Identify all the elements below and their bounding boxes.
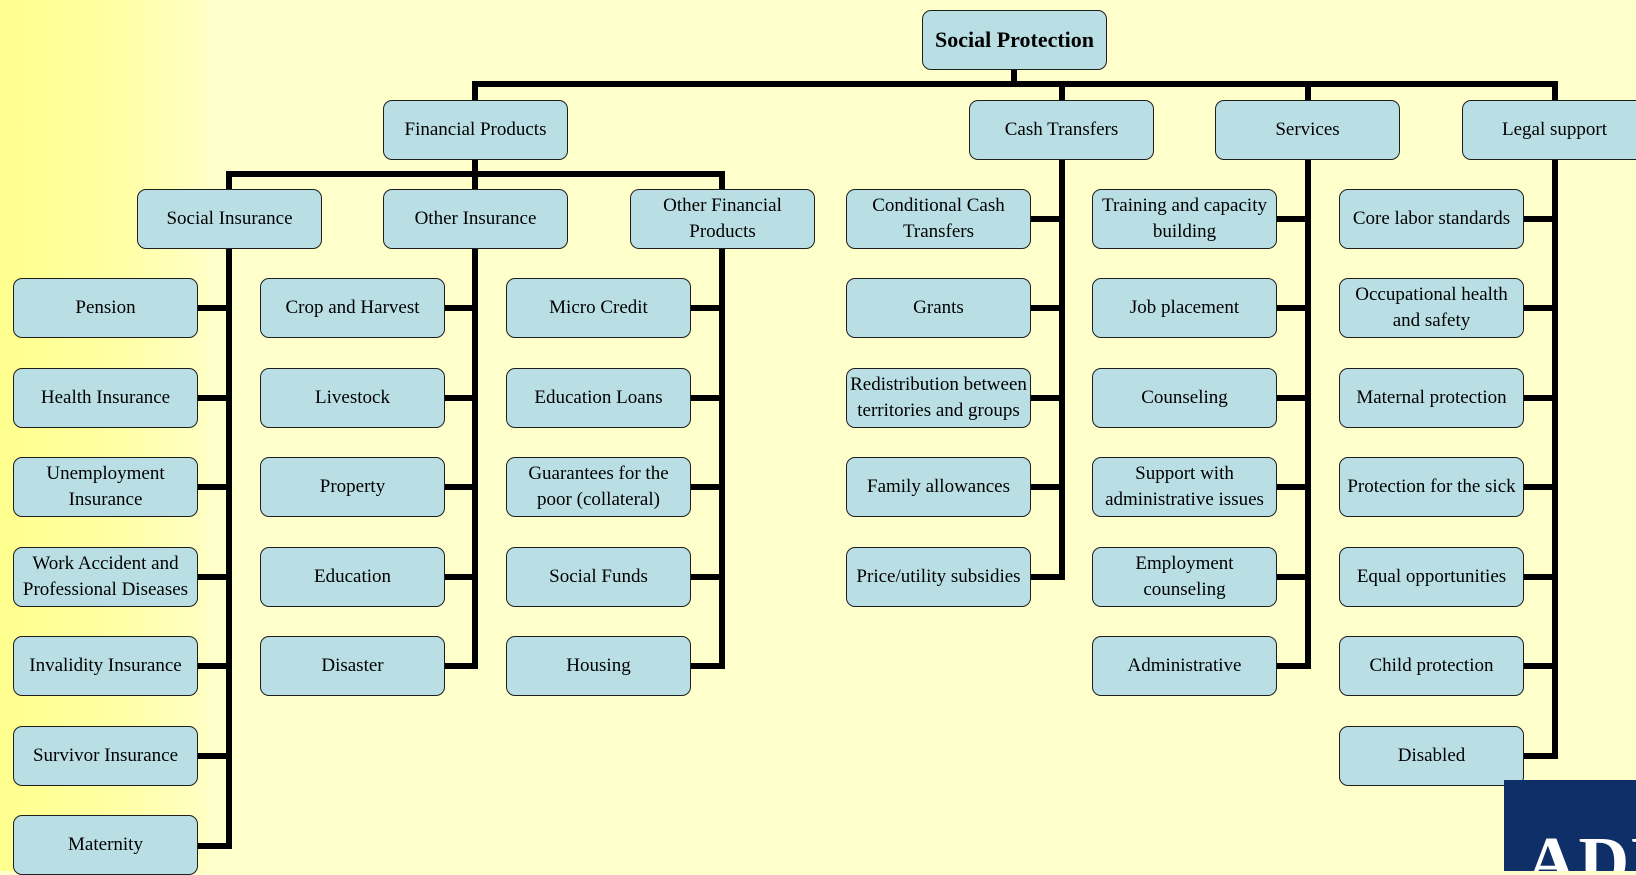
node-unemployment-insurance: Unemployment Insurance (13, 457, 198, 517)
adb-logo-text: ADB (1526, 824, 1636, 872)
node-grants: Grants (846, 278, 1031, 338)
node-conditional-cash-transfers: Conditional Cash Transfers (846, 189, 1031, 249)
node-family-allowances: Family allowances (846, 457, 1031, 517)
node-property: Property (260, 457, 445, 517)
node-child-protection: Child protection (1339, 636, 1524, 696)
node-support-administrative-issues: Support with administrative issues (1092, 457, 1277, 517)
node-guarantees-for-the-poor: Guarantees for the poor (collateral) (506, 457, 691, 517)
node-job-placement: Job placement (1092, 278, 1277, 338)
background-stripe (0, 0, 208, 871)
node-price-utility-subsidies: Price/utility subsidies (846, 547, 1031, 607)
node-education-loans: Education Loans (506, 368, 691, 428)
node-employment-counseling: Employment counseling (1092, 547, 1277, 607)
category-services: Services (1215, 100, 1400, 160)
node-occupational-health-safety: Occupational health and safety (1339, 278, 1524, 338)
node-micro-credit: Micro Credit (506, 278, 691, 338)
node-livestock: Livestock (260, 368, 445, 428)
node-maternal-protection: Maternal protection (1339, 368, 1524, 428)
node-maternity: Maternity (13, 815, 198, 875)
subcategory-other-financial-products: Other Financial Products (630, 189, 815, 249)
subcategory-other-insurance: Other Insurance (383, 189, 568, 249)
node-work-accident: Work Accident and Professional Diseases (13, 547, 198, 607)
node-pension: Pension (13, 278, 198, 338)
node-protection-for-the-sick: Protection for the sick (1339, 457, 1524, 517)
node-housing: Housing (506, 636, 691, 696)
category-legal-support: Legal support (1462, 100, 1636, 160)
node-training-capacity-building: Training and capacity building (1092, 189, 1277, 249)
node-administrative: Administrative (1092, 636, 1277, 696)
node-counseling: Counseling (1092, 368, 1277, 428)
adb-logo: ADB (1504, 780, 1636, 871)
category-financial-products: Financial Products (383, 100, 568, 160)
node-core-labor-standards: Core labor standards (1339, 189, 1524, 249)
category-cash-transfers: Cash Transfers (969, 100, 1154, 160)
node-equal-opportunities: Equal opportunities (1339, 547, 1524, 607)
subcategory-social-insurance: Social Insurance (137, 189, 322, 249)
node-disaster: Disaster (260, 636, 445, 696)
node-disabled: Disabled (1339, 726, 1524, 786)
node-education: Education (260, 547, 445, 607)
root-node-social-protection: Social Protection (922, 10, 1107, 70)
node-health-insurance: Health Insurance (13, 368, 198, 428)
node-survivor-insurance: Survivor Insurance (13, 726, 198, 786)
node-crop-and-harvest: Crop and Harvest (260, 278, 445, 338)
node-invalidity-insurance: Invalidity Insurance (13, 636, 198, 696)
node-redistribution: Redistribution between territories and g… (846, 368, 1031, 428)
node-social-funds: Social Funds (506, 547, 691, 607)
